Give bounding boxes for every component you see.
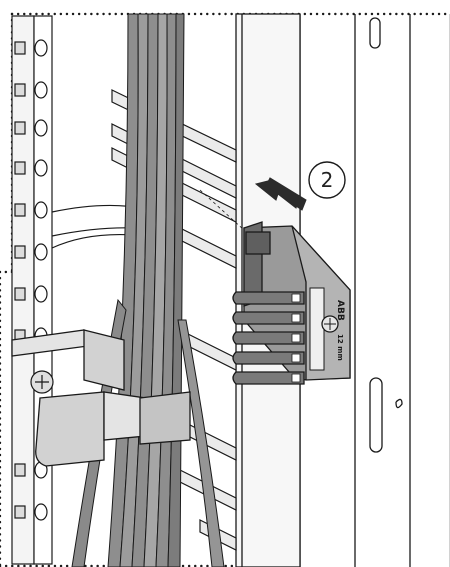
connector-brand-text: ABB — [335, 300, 345, 321]
mounting-rail-left — [11, 15, 53, 565]
connector-size-text: 12 mm — [336, 334, 344, 361]
insertion-guide-line — [199, 189, 245, 231]
cable-holder-bracket — [11, 329, 191, 467]
arrow-push-icon — [254, 177, 307, 211]
step-number: 2 — [321, 168, 334, 192]
step-marker-icon: 2 — [308, 161, 346, 199]
terminal-connector — [232, 221, 351, 385]
detail-boundary — [0, 12, 449, 567]
screw-icon — [30, 370, 54, 394]
